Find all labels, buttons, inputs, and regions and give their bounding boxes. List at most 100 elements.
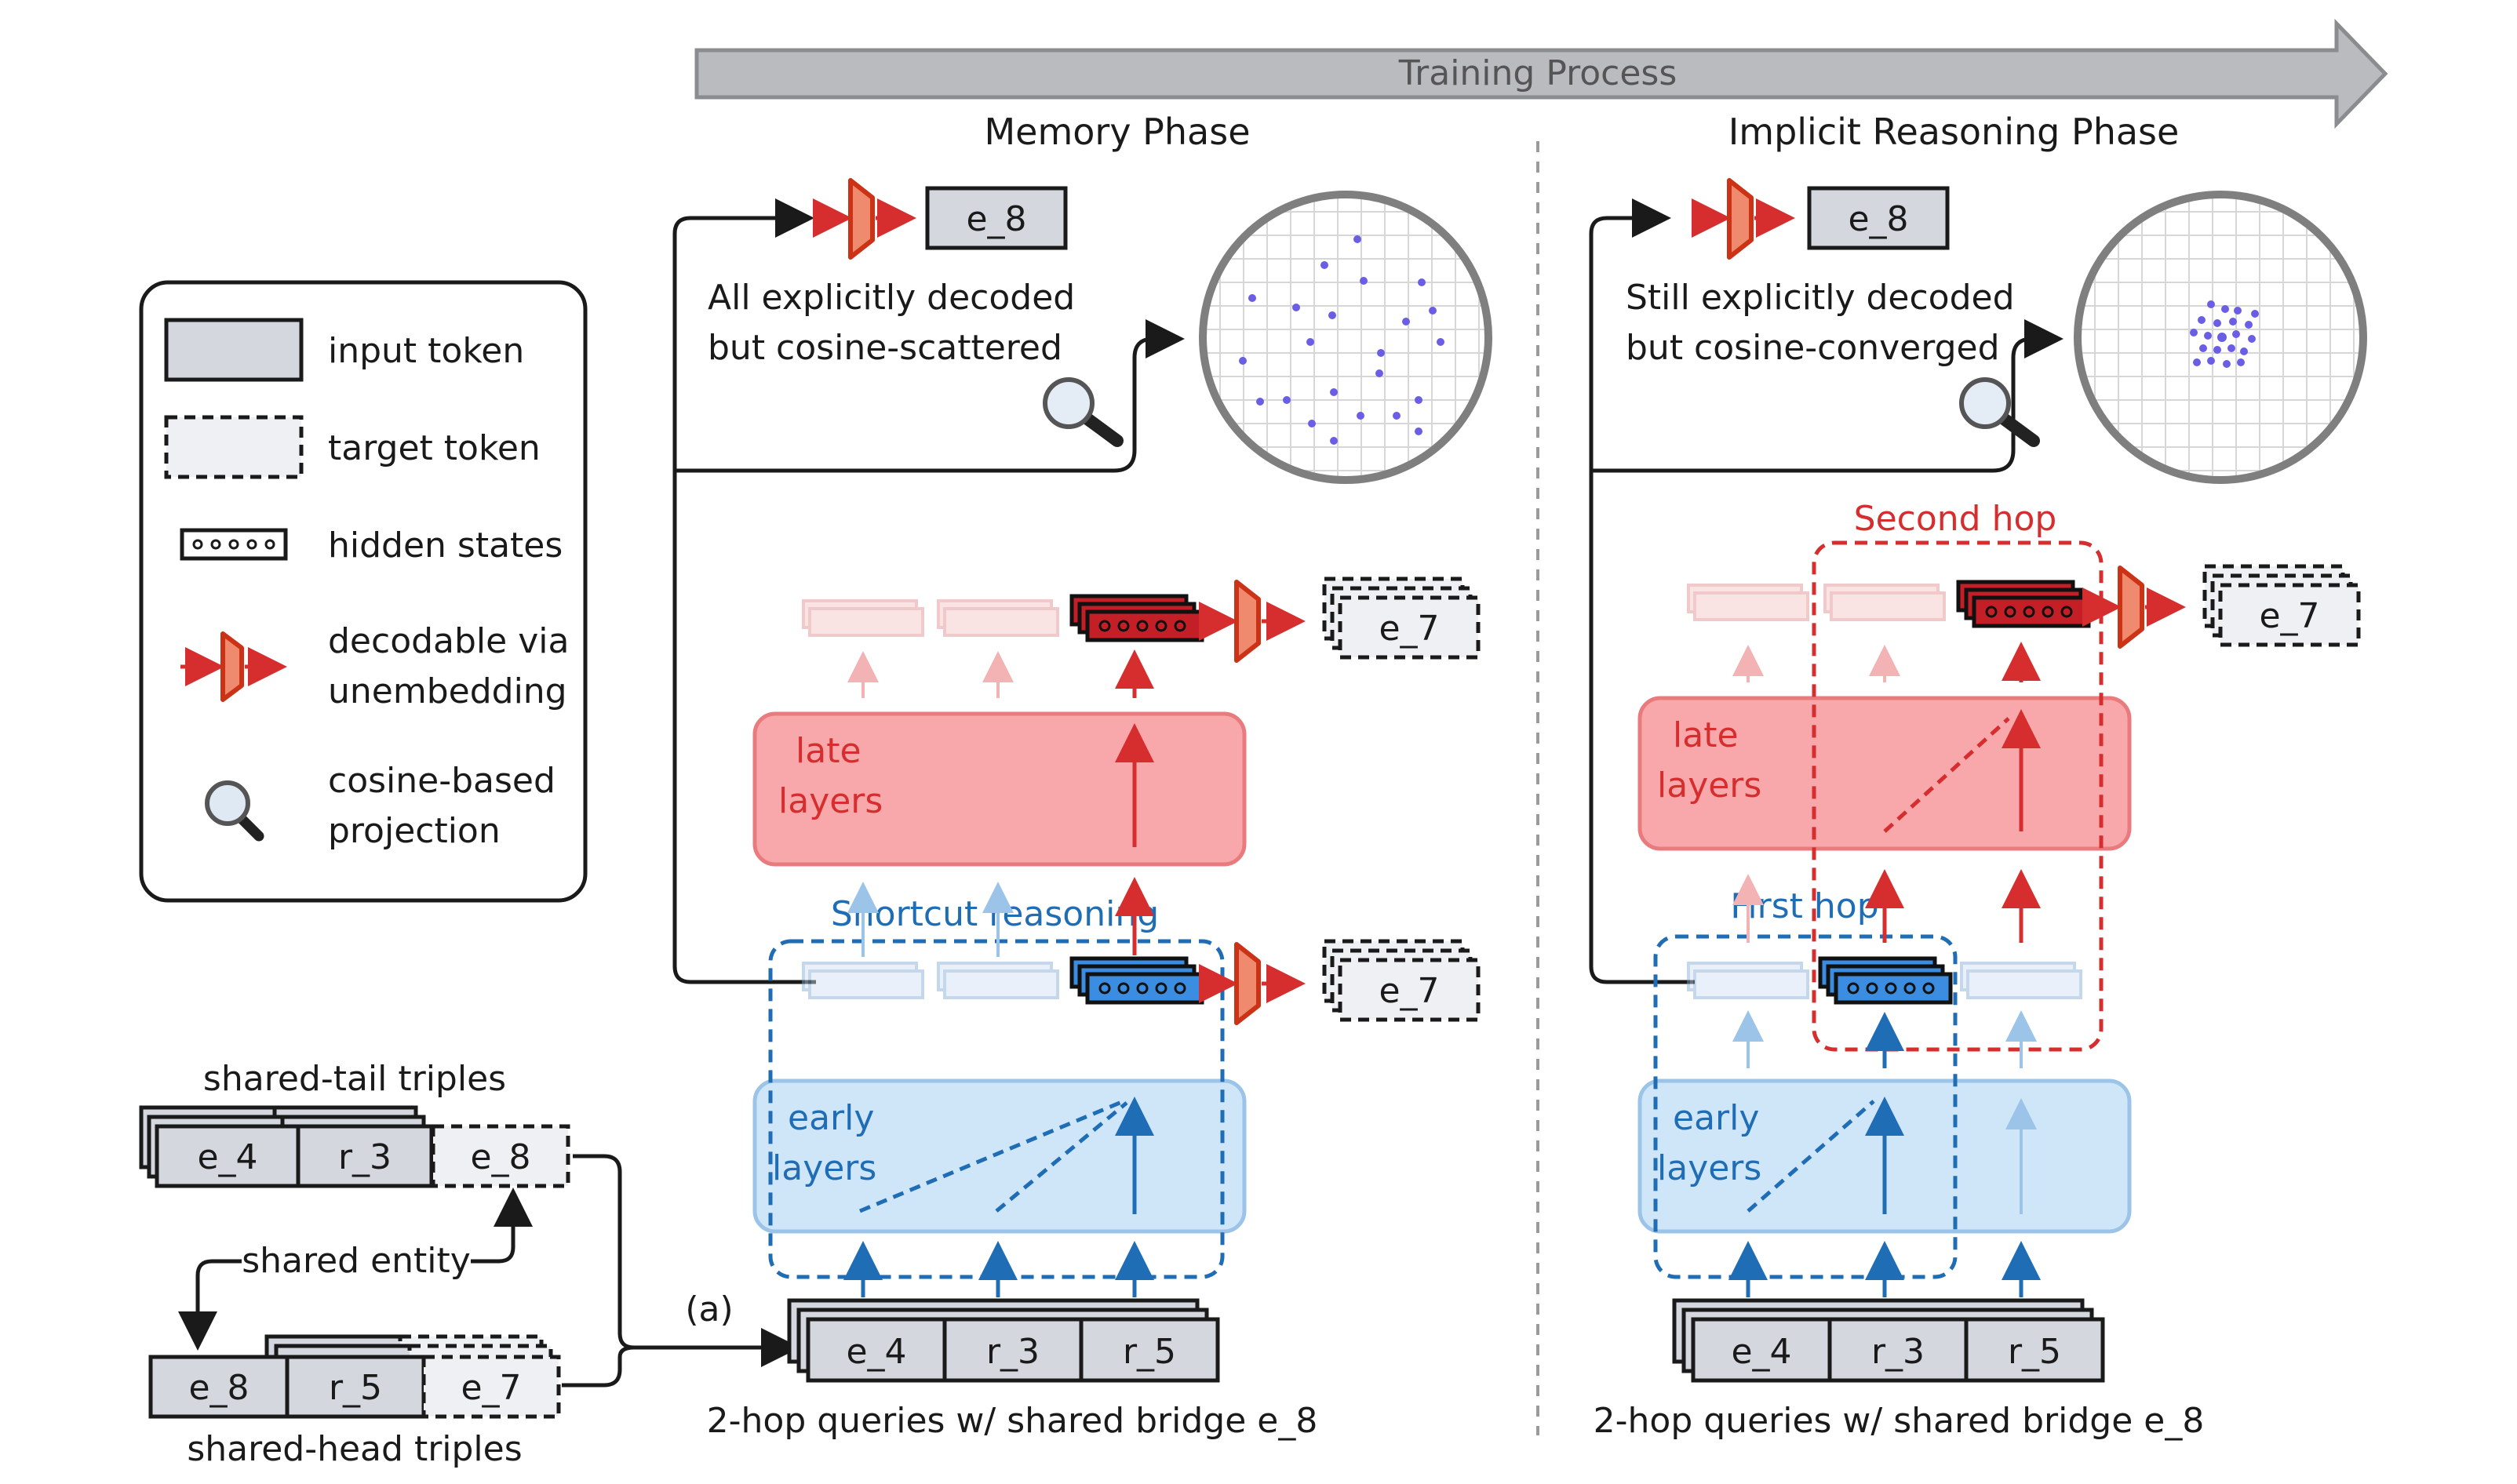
token-box [148, 1355, 290, 1419]
hidden-state-faded [937, 599, 1059, 637]
token-label: e_4 [197, 1137, 257, 1177]
token-label: e_8 [470, 1137, 530, 1177]
cosine-scatter-plot [1199, 191, 1492, 484]
implicit-phase-title: Implicit Reasoning Phase [1728, 111, 2180, 153]
token-label: e_4 [846, 1332, 906, 1372]
second-hop-region [1812, 540, 2104, 1052]
shortcut-reasoning-label: Shortcut reasoning [831, 894, 1159, 934]
shared-entity-label: shared entity [242, 1241, 471, 1281]
target-token-stack [1322, 939, 1481, 1022]
feedback-arrow [672, 198, 816, 984]
legend-target-token-label: target token [328, 428, 541, 468]
memory-phase-title: Memory Phase [984, 111, 1250, 153]
target-token-stack [1322, 577, 1481, 660]
hidden-state-faded [1960, 962, 2082, 999]
target-token-swatch [164, 415, 304, 479]
token-box [1827, 1317, 1969, 1383]
token-box [806, 1317, 947, 1383]
target-token-stack [2202, 564, 2361, 647]
token-box [155, 1124, 301, 1188]
token-label: r_5 [1123, 1332, 1176, 1372]
magnifier-icon [1959, 377, 2040, 447]
token-label: r_3 [1871, 1332, 1925, 1372]
hidden-state-active [1956, 580, 2091, 628]
hidden-state-faded [1687, 962, 1809, 999]
token-label: e_7 [461, 1368, 521, 1408]
query-token-stack [1672, 1298, 2105, 1383]
memory-phase: Memory Phase e_8 All explicitly decoded … [672, 111, 1492, 1441]
unembedding-decoder-icon [813, 178, 916, 260]
late-layers-label-1: late [1673, 715, 1739, 755]
shared-tail-triples: shared-tail triples e_4 r_3 e_8 [139, 1059, 570, 1188]
token-box [1079, 1317, 1220, 1383]
token-box [296, 1124, 434, 1188]
shared-tail-title: shared-tail triples [203, 1059, 506, 1099]
training-process-arrow: Training Process [694, 18, 2388, 129]
legend-decodable-label-1: decodable via [328, 621, 569, 661]
hidden-state-faded [1687, 584, 1809, 621]
first-hop-label: First hop [1730, 886, 1878, 926]
early-layers-label-1: early [1673, 1098, 1759, 1138]
implicit-desc-line1: Still explicitly decoded [1626, 278, 2015, 318]
late-layers-label-1: late [796, 731, 861, 771]
shared-head-title: shared-head triples [187, 1429, 522, 1469]
legend-cosine-label-1: cosine-based [328, 761, 555, 801]
early-layers-label-2: layers [1657, 1148, 1761, 1188]
hidden-states-swatch [180, 528, 288, 561]
hidden-state-active [1069, 956, 1204, 1005]
hidden-state-active [1818, 956, 1953, 1005]
early-layers-label-2: layers [772, 1148, 876, 1188]
hidden-state-faded [1823, 584, 1946, 621]
legend-decodable-label-2: unembedding [328, 671, 567, 711]
training-process-label: Training Process [1398, 53, 1677, 93]
hidden-state-active [1069, 594, 1204, 642]
unembedding-decoder-icon [180, 631, 287, 702]
token-box [1964, 1317, 2105, 1383]
hidden-state-faded [937, 962, 1059, 999]
query-token-stack [787, 1298, 1220, 1383]
target-token-label: e_7 [1379, 971, 1439, 1011]
token-label: r_5 [2008, 1332, 2061, 1372]
implicit-desc-line2: but cosine-converged [1626, 328, 2000, 368]
late-layers-label-2: layers [778, 781, 883, 821]
magnifier-icon [1043, 377, 1124, 447]
target-token-label: e_7 [1379, 609, 1439, 649]
hidden-state-faded [802, 962, 924, 999]
input-token-swatch [164, 318, 304, 382]
shared-head-triples: e_8 r_5 e_7 shared-head triples [148, 1334, 561, 1469]
token-box [285, 1355, 426, 1419]
decoded-token-box [925, 186, 1068, 250]
memory-desc-line2: but cosine-scattered [708, 328, 1062, 368]
feedback-arrow [1589, 198, 1695, 984]
hidden-state-faded [802, 599, 924, 637]
arrow-label-a: (a) [685, 1289, 733, 1329]
shared-entity-connector: shared entity [178, 1188, 533, 1351]
token-box [942, 1317, 1084, 1383]
cosine-converged-plot [2074, 191, 2367, 484]
legend-cosine-label-2: projection [328, 811, 501, 851]
target-token-box [431, 1124, 570, 1188]
token-label: e_4 [1731, 1332, 1791, 1372]
unembedding-decoder-icon [1199, 942, 1306, 1025]
target-token-box [421, 1355, 561, 1419]
implicit-reasoning-phase: Implicit Reasoning Phase e_8 Still expli… [1589, 111, 2367, 1441]
token-label: e_8 [188, 1368, 249, 1408]
target-token-label: e_7 [2259, 596, 2319, 636]
unembedding-decoder-icon [1692, 178, 1795, 260]
legend-hidden-states-label: hidden states [328, 526, 563, 566]
second-hop-label: Second hop [1854, 499, 2057, 539]
decoded-token-box [1807, 186, 1950, 250]
early-layers-label-1: early [788, 1098, 874, 1138]
triples-to-query-arrows: (a) [562, 1154, 800, 1388]
memory-desc-line1: All explicitly decoded [708, 278, 1075, 318]
token-box [1691, 1317, 1832, 1383]
query-caption: 2-hop queries w/ shared bridge e_8 [707, 1401, 1318, 1441]
token-label: r_3 [338, 1137, 392, 1177]
late-layers-label-2: layers [1657, 766, 1761, 806]
unembedding-decoder-icon [2082, 566, 2186, 649]
token-label: r_5 [329, 1368, 382, 1408]
token-label: r_3 [986, 1332, 1040, 1372]
decoded-token-label: e_8 [1848, 199, 1908, 239]
unembedding-decoder-icon [1199, 580, 1306, 663]
